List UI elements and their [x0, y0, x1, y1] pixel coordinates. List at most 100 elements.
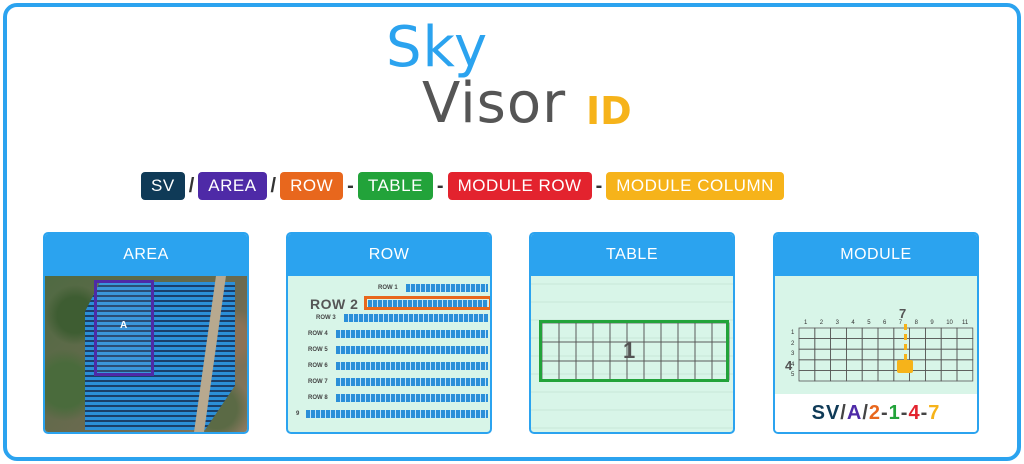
id-formula-bar: SV/AREA/ROW-TABLE-MODULE ROW-MODULE COLU…	[141, 172, 784, 200]
module-grid-cell	[830, 370, 847, 382]
module-grid-cell	[861, 359, 879, 371]
table-number: 1	[623, 338, 636, 363]
module-grid-cell	[877, 338, 895, 350]
module-grid-cell	[940, 327, 958, 340]
module-row-label: 1	[791, 330, 795, 336]
module-id-part: -	[920, 401, 929, 424]
module-grid-cell	[909, 327, 926, 340]
area-highlight-box	[94, 280, 154, 376]
module-column-indicator	[904, 324, 907, 360]
module-id-part: 1	[888, 401, 901, 424]
formula-chip-sv: SV	[141, 172, 185, 200]
module-row-label: 4	[791, 361, 795, 368]
logo-id-text: ID	[586, 89, 632, 133]
module-id-part: SV	[811, 401, 841, 424]
row-label: ROW 3	[316, 315, 336, 321]
module-column-label: 5	[867, 320, 871, 326]
module-grid-cell	[940, 370, 958, 382]
area-aerial-image: A	[45, 276, 247, 432]
logo-visor-text: Visor	[422, 71, 567, 136]
module-grid-cell	[798, 327, 816, 340]
module-grid-cell	[924, 370, 942, 382]
module-grid-cell	[814, 359, 831, 371]
module-grid-cell	[846, 338, 863, 350]
module-grid-cell	[798, 348, 816, 361]
module-id-part: 7	[928, 401, 941, 424]
module-id-part: /	[840, 401, 847, 424]
module-grid-cell	[956, 348, 974, 361]
row-strip	[336, 330, 488, 338]
row-2-strip	[368, 300, 488, 308]
module-card-title: MODULE	[775, 234, 977, 276]
table-diagram: 1	[531, 276, 733, 432]
row-2-highlight-box	[364, 296, 490, 310]
row-2-label: ROW 2	[310, 296, 359, 312]
formula-chip-area: AREA	[198, 172, 267, 200]
module-grid-cell	[830, 359, 847, 371]
formula-chip-module-row: MODULE ROW	[447, 172, 592, 200]
module-column-label: 6	[883, 320, 887, 326]
module-grid-svg	[798, 327, 974, 382]
skyvisor-logo: Sky Visor ID	[380, 12, 660, 142]
formula-separator: -	[595, 174, 603, 197]
formula-chip-row: ROW	[280, 172, 344, 200]
module-grid-cell	[924, 327, 942, 340]
module-grid-cell	[877, 370, 895, 382]
module-grid-cell	[924, 359, 942, 371]
module-column-label: 11	[962, 320, 969, 326]
module-grid-cell	[909, 338, 926, 350]
module-id-part: A	[846, 401, 863, 424]
module-grid-cell	[830, 348, 847, 361]
module-grid-cell	[877, 348, 895, 361]
row-strip	[336, 362, 488, 370]
module-id-example: SV/A/2-1-4-7	[775, 394, 977, 432]
row-label: ROW 5	[308, 347, 328, 353]
area-label: A	[120, 320, 128, 331]
module-column-label: 10	[946, 320, 953, 326]
module-grid-cell	[830, 327, 847, 340]
module-grid-cell	[814, 327, 831, 340]
module-grid-cell	[956, 370, 974, 382]
row-label: ROW 1	[378, 285, 398, 291]
table-card-title: TABLE	[531, 234, 733, 276]
module-grid-cell	[798, 359, 816, 371]
module-grid-cell	[846, 327, 863, 340]
module-grid-cell	[814, 338, 831, 350]
module-column-label: 1	[804, 320, 808, 326]
area-card-title: AREA	[45, 234, 247, 276]
module-column-number: 7	[899, 306, 907, 321]
module-row-number: 4	[785, 358, 793, 373]
module-grid-cell	[940, 348, 958, 361]
formula-separator: -	[347, 174, 354, 197]
row-label: 9	[296, 411, 300, 417]
module-grid-cell	[861, 348, 879, 361]
module-grid-cell	[846, 348, 863, 361]
module-column-label: 9	[930, 320, 934, 326]
module-grid-cell	[893, 338, 911, 350]
row-card-title: ROW	[288, 234, 490, 276]
module-grid-cell	[924, 348, 942, 361]
module-column-label: 4	[851, 320, 855, 326]
row-strip	[336, 394, 488, 402]
module-grid-cell	[846, 370, 863, 382]
module-grid-cell	[861, 327, 879, 340]
module-grid-cell	[956, 338, 974, 350]
module-grid-cell	[846, 359, 863, 371]
module-grid-cell	[940, 359, 958, 371]
module-grid-cell	[877, 359, 895, 371]
row-strip	[336, 378, 488, 386]
formula-separator: /	[270, 174, 277, 197]
module-grid-cell	[893, 348, 911, 361]
module-grid-cell	[861, 370, 879, 382]
module-grid-cell	[861, 338, 879, 350]
module-grid-cell	[909, 348, 926, 361]
row-strip	[344, 314, 488, 322]
module-column-label: 2	[819, 320, 824, 326]
row-strip	[406, 284, 488, 292]
module-column-label: 8	[914, 320, 918, 326]
logo-sky-text: Sky	[386, 15, 489, 80]
module-grid-cell	[940, 338, 958, 350]
module-column-label: 7	[898, 320, 903, 326]
